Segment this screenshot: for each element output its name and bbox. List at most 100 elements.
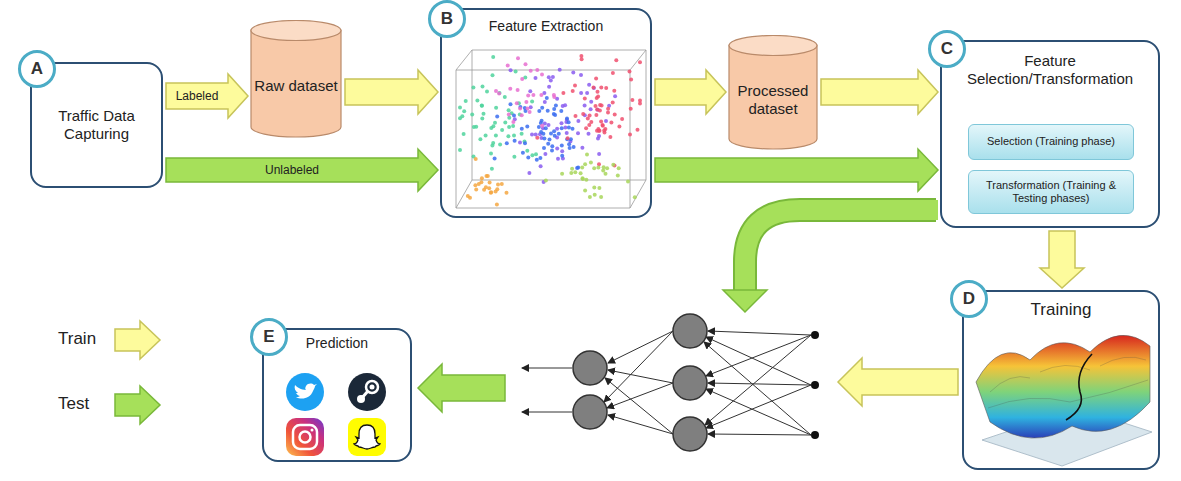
- scatter-dot: [526, 156, 530, 160]
- scatter-dot: [596, 90, 600, 94]
- scatter-dot: [567, 142, 571, 146]
- scatter-dot: [576, 119, 580, 123]
- scatter-dot: [472, 125, 476, 129]
- scatter-dot: [553, 113, 557, 117]
- scatter-dot: [512, 114, 516, 118]
- legend-text: Train: [58, 329, 96, 349]
- scatter-dot: [596, 165, 600, 169]
- scatter-dot: [589, 107, 593, 111]
- node-text: Processed dataset: [728, 82, 818, 118]
- scatter-dot: [485, 90, 489, 94]
- scatter-dot: [595, 129, 599, 133]
- scatter-dot: [473, 183, 477, 187]
- scatter-dot: [523, 141, 527, 145]
- scatter-dot: [552, 95, 556, 99]
- scatter-dot: [471, 86, 475, 90]
- scatter-dot: [602, 129, 606, 133]
- scatter-dot: [534, 152, 538, 156]
- scatter-dot: [480, 104, 484, 108]
- scatter-dot: [528, 110, 532, 114]
- scatter-dot: [530, 133, 534, 137]
- scatter-dot: [600, 104, 604, 108]
- test-flow-arrow: [723, 210, 938, 312]
- scatter-dot: [481, 85, 485, 89]
- scatter-dot: [547, 85, 551, 89]
- scatter-dot: [579, 73, 583, 77]
- flow-arrow: [655, 149, 938, 191]
- scatter-dot: [511, 120, 515, 124]
- scatter-dot: [525, 149, 529, 153]
- scatter-dot: [604, 86, 608, 90]
- scatter-dot: [528, 89, 532, 93]
- scatter-dot: [506, 63, 510, 67]
- scatter-dot: [539, 130, 543, 134]
- scatter-dot: [474, 157, 478, 161]
- scatter-dot: [583, 162, 587, 166]
- scatter-dot: [542, 146, 546, 150]
- scatter-dot: [581, 176, 585, 180]
- scatter-dot: [588, 195, 592, 199]
- train-flow-arrow: [838, 358, 958, 406]
- scatter-dot: [508, 87, 512, 91]
- scatter-dot: [458, 148, 462, 152]
- scatter-dot: [636, 128, 640, 132]
- step-badge: E: [250, 318, 288, 356]
- scatter-dot: [599, 85, 603, 89]
- scatter-dot: [490, 143, 494, 147]
- scatter-dot: [581, 112, 585, 116]
- scatter-dot: [482, 112, 486, 116]
- scatter-dot: [565, 131, 569, 135]
- scatter-dot: [493, 121, 497, 125]
- scatter-dots: [458, 54, 642, 207]
- scatter-dot: [584, 126, 588, 130]
- scatter-dot: [561, 91, 565, 95]
- scatter-dot: [620, 117, 624, 121]
- process-box: Training D: [962, 290, 1160, 470]
- dataset-cylinder: Processed dataset: [728, 35, 818, 150]
- flow-arrow: [655, 70, 726, 114]
- process-box: Feature Extraction B: [440, 8, 652, 218]
- scatter-dot: [526, 93, 530, 97]
- scatter-plot: [456, 50, 646, 208]
- scatter-dot: [545, 96, 549, 100]
- scatter-dot: [614, 58, 618, 62]
- scatter-dot: [576, 131, 580, 135]
- scatter-dot: [613, 94, 617, 98]
- scatter-dot: [484, 185, 488, 189]
- legend-text: Test: [58, 394, 89, 414]
- scatter-dot: [520, 127, 524, 131]
- step-letter: A: [31, 59, 43, 79]
- scatter-dot: [580, 146, 584, 150]
- scatter-dot: [475, 98, 479, 102]
- node-text: Training: [1031, 300, 1092, 320]
- scatter-dot: [462, 109, 466, 113]
- app-icons: [286, 373, 386, 456]
- node-text: Feature Extraction: [489, 18, 603, 35]
- scatter-dot: [606, 107, 610, 111]
- step-letter: B: [441, 9, 453, 29]
- node-text: Traffic Data Capturing: [40, 107, 153, 143]
- process-box: PredictionE: [262, 328, 412, 462]
- scatter-dot: [629, 77, 633, 81]
- scatter-dot: [495, 187, 499, 191]
- scatter-dot: [540, 119, 544, 123]
- scatter-dot: [611, 163, 615, 167]
- scatter-dot: [458, 105, 462, 109]
- scatter-dot: [611, 71, 615, 75]
- test-flow-arrow: [418, 364, 505, 412]
- step-letter: E: [263, 327, 274, 347]
- scatter-dot: [537, 109, 541, 113]
- scatter-dot: [585, 153, 589, 157]
- scatter-dot: [498, 91, 502, 95]
- scatter-dot: [551, 75, 555, 79]
- node-text: Feature Selection/Transformation: [952, 52, 1148, 88]
- scatter-dot: [520, 113, 524, 117]
- step-letter: D: [963, 289, 975, 309]
- scatter-dot: [503, 95, 507, 99]
- scatter-dot: [560, 121, 564, 125]
- scatter-dot: [638, 60, 642, 64]
- scatter-dot: [489, 191, 493, 195]
- scatter-dot: [599, 195, 603, 199]
- scatter-dot: [543, 100, 547, 104]
